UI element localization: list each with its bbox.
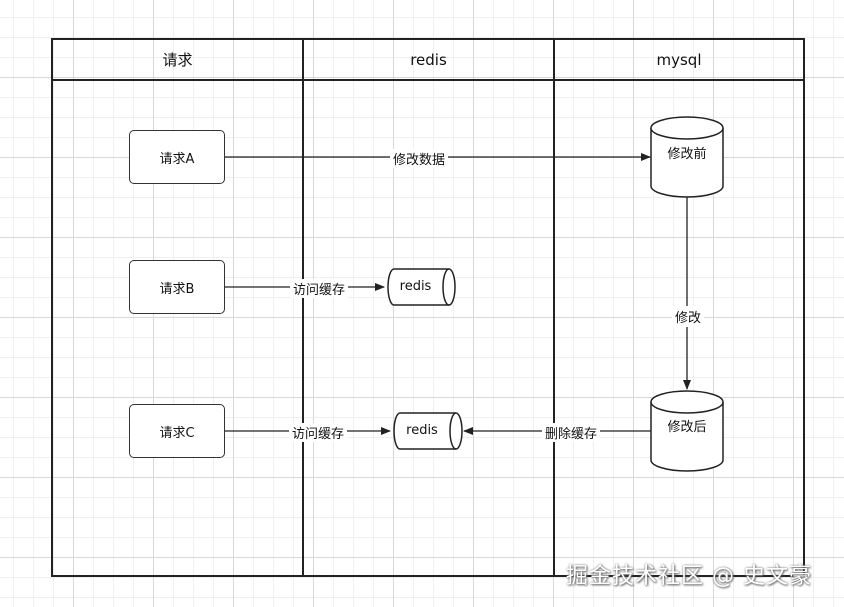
request-b: 请求B — [129, 260, 225, 314]
database-after-label: 修改后 — [667, 420, 707, 435]
lane-redis-header: redis — [304, 40, 553, 81]
database-after — [650, 390, 724, 472]
edge-modify-data-label: 修改数据 — [390, 149, 449, 168]
request-a: 请求A — [129, 130, 225, 184]
lane-request-header: 请求 — [53, 40, 302, 81]
cache-redis-b-label: redis — [399, 279, 432, 294]
request-c: 请求C — [129, 404, 225, 458]
watermark: 掘金技术社区 @ 史文豪 — [566, 564, 812, 589]
lane-mysql-header: mysql — [555, 40, 803, 81]
edge-modify-label: 修改 — [672, 306, 705, 327]
lane-mysql: mysql — [553, 38, 805, 577]
database-before — [650, 116, 724, 198]
cache-redis-c — [393, 412, 463, 450]
database-before-label: 修改前 — [667, 147, 707, 162]
edge-access-cache-b-label: 访问缓存 — [290, 279, 349, 298]
cache-redis-b — [387, 268, 456, 306]
edge-access-cache-c-label: 访问缓存 — [289, 423, 348, 442]
cache-redis-c-label: redis — [406, 423, 438, 438]
edge-delete-cache-label: 删除缓存 — [542, 423, 601, 442]
